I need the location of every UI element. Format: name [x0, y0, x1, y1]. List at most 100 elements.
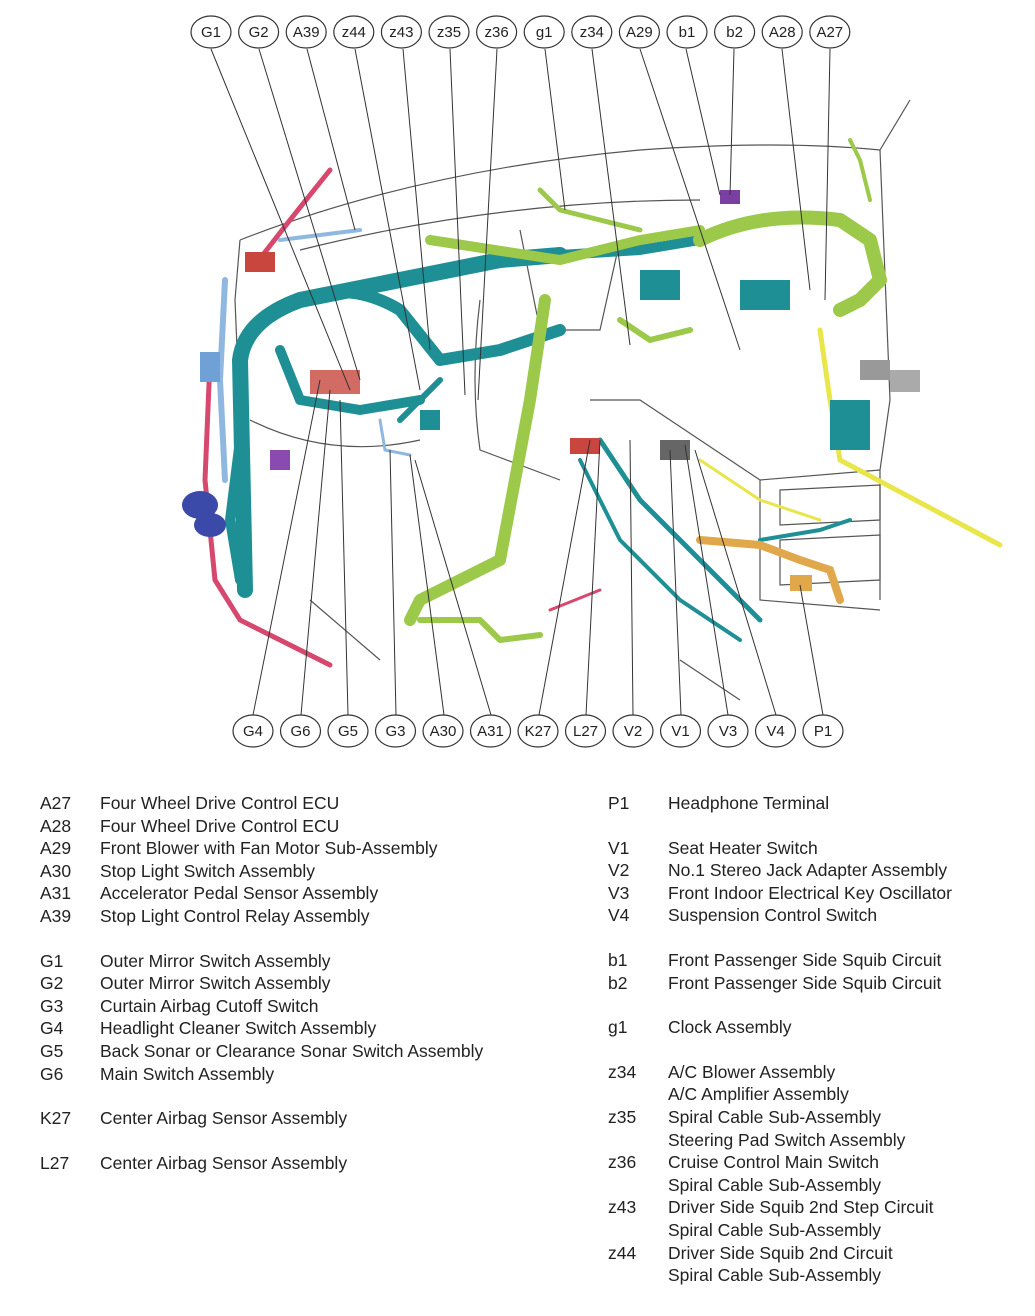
- callout-v2: V2: [612, 714, 654, 748]
- callout-circle: [374, 714, 417, 748]
- callout-circle: [707, 714, 749, 748]
- callout-g6: G6: [279, 714, 322, 748]
- callout-label: V3: [719, 723, 737, 740]
- legend-description: Driver Side Squib 2nd Step Circuit: [668, 1197, 934, 1218]
- callout-circle: [327, 714, 369, 748]
- legend-row: Spiral Cable Sub-Assembly: [608, 1174, 1028, 1197]
- legend-description: A/C Blower Assembly: [668, 1061, 836, 1082]
- callout-z43: z43: [380, 15, 422, 49]
- legend-row: G1 Outer Mirror Switch Assembly: [40, 950, 580, 973]
- callout-k27: K27: [517, 714, 559, 748]
- callout-a27: A27: [809, 15, 851, 49]
- callout-label: b2: [726, 24, 743, 41]
- legend-gap: [40, 1085, 580, 1107]
- callout-circle: [285, 15, 327, 49]
- callout-circle: [571, 15, 613, 49]
- callout-label: g1: [536, 24, 553, 41]
- legend-code: G2: [40, 973, 64, 994]
- callout-circle: [238, 15, 280, 49]
- legend-code: z34: [608, 1061, 637, 1082]
- legend-gap: [608, 994, 1028, 1016]
- legend-gap: [608, 815, 1028, 837]
- legend-code: V2: [608, 860, 630, 881]
- legend-code: G6: [40, 1063, 64, 1084]
- legend-row: Spiral Cable Sub-Assembly: [608, 1219, 1028, 1242]
- legend-description: Outer Mirror Switch Assembly: [100, 950, 331, 971]
- legend-code: [608, 1264, 668, 1287]
- legend-description: A/C Amplifier Assembly: [668, 1084, 849, 1105]
- leader-lines: [210, 48, 831, 716]
- callout-label: G4: [243, 723, 263, 740]
- callout-label: A29: [626, 24, 653, 41]
- callout-l27: L27: [564, 714, 607, 748]
- legend-description: Four Wheel Drive Control ECU: [100, 815, 340, 836]
- callout-g2: G2: [238, 15, 280, 49]
- legend-code: G5: [40, 1040, 64, 1061]
- callout-g4: G4: [232, 714, 274, 748]
- callout-label: z35: [437, 24, 461, 41]
- teal-harness: [225, 235, 852, 642]
- legend-code: [608, 1083, 668, 1106]
- legend-description: Accelerator Pedal Sensor Assembly: [100, 883, 379, 904]
- legend-description: Stop Light Switch Assembly: [100, 860, 315, 881]
- legend-code: z35: [608, 1106, 637, 1127]
- legend-gap: [608, 927, 1028, 949]
- callout-label: A39: [293, 24, 320, 41]
- callout-circle: [523, 15, 565, 49]
- legend-description: Front Passenger Side Squib Circuit: [668, 972, 942, 993]
- callout-circle: [428, 15, 470, 49]
- callout-g5: G5: [327, 714, 369, 748]
- legend-code: V4: [608, 905, 630, 926]
- callout-circle: [232, 714, 274, 748]
- callout-circle: [612, 714, 654, 748]
- callout-circle: [469, 714, 512, 748]
- callout-circle: [517, 714, 559, 748]
- legend-code: [608, 1174, 668, 1197]
- callout-label: V2: [624, 723, 642, 740]
- callout-a30: A30: [422, 714, 464, 748]
- callout-circle: [476, 15, 518, 49]
- legend-code: G4: [40, 1018, 64, 1039]
- callout-label: V4: [766, 723, 784, 740]
- legend-gap: [40, 928, 580, 950]
- legend-description: Front Indoor Electrical Key Oscillator: [668, 882, 952, 903]
- legend-code: A30: [40, 860, 72, 881]
- legend-code: G1: [40, 950, 64, 971]
- legend-code: A28: [40, 815, 72, 836]
- callout-circle: [809, 15, 851, 49]
- legend-row: A30 Stop Light Switch Assembly: [40, 860, 580, 883]
- legend-description: Driver Side Squib 2nd Circuit: [668, 1242, 893, 1263]
- callout-g3: G3: [374, 714, 417, 748]
- legend-code: P1: [608, 793, 630, 813]
- callout-v4: V4: [754, 714, 797, 748]
- legend-code: [608, 1219, 668, 1242]
- callout-circle: [761, 15, 803, 49]
- legend-description: Front Blower with Fan Motor Sub-Assembly: [100, 838, 438, 859]
- callout-b1: b1: [666, 15, 708, 49]
- legend-description: Seat Heater Switch: [668, 837, 818, 858]
- legend-code: [608, 1129, 668, 1152]
- callout-circle: [659, 714, 702, 748]
- callout-circle: [666, 15, 708, 49]
- callout-label: G2: [249, 24, 269, 41]
- callout-a39: A39: [285, 15, 327, 49]
- legend-description: Center Airbag Sensor Assembly: [100, 1108, 348, 1129]
- callout-label: G5: [338, 723, 358, 740]
- legend-code: g1: [608, 1017, 628, 1038]
- callout-label: z43: [389, 24, 413, 41]
- legend-code: K27: [40, 1108, 72, 1129]
